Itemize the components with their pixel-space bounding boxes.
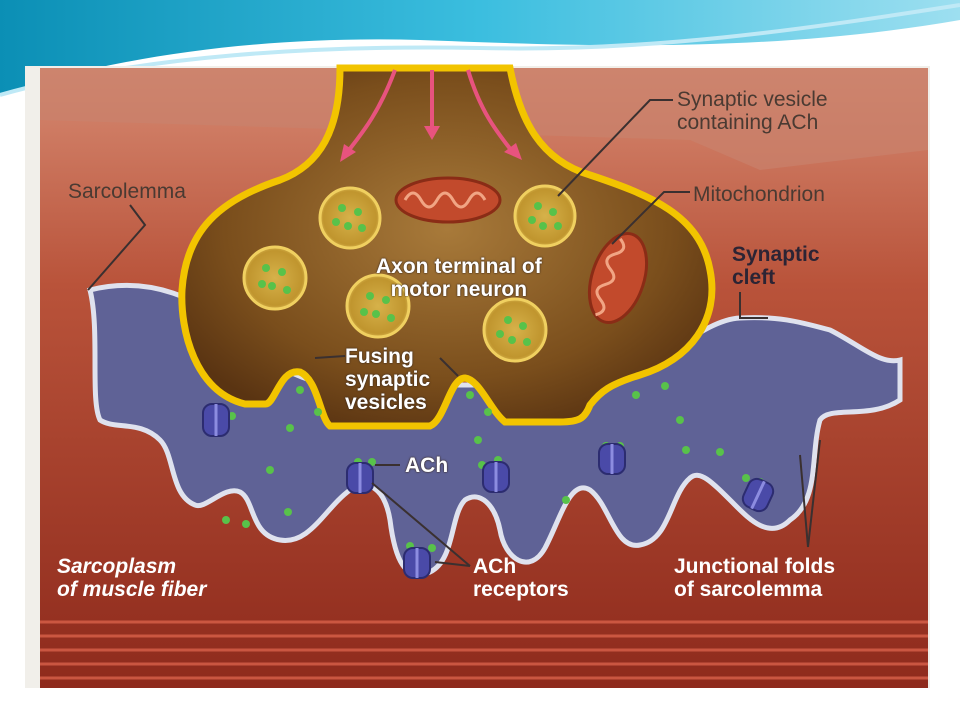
ach-receptors — [202, 403, 775, 579]
slide-banner — [0, 0, 960, 95]
label-synaptic-vesicle: Synaptic vesicle containing ACh — [677, 88, 828, 134]
label-synaptic-cleft: Synaptic cleft — [732, 243, 820, 289]
mitochondrion — [587, 232, 649, 324]
label-mitochondrion: Mitochondrion — [693, 183, 825, 206]
impulse-arrows — [343, 69, 517, 157]
label-sarcolemma: Sarcolemma — [68, 180, 186, 203]
leader-lines — [87, 99, 821, 567]
mitochondrion — [394, 176, 502, 224]
label-ach-receptors: ACh receptors — [473, 555, 569, 601]
slide-banner-swoosh — [0, 3, 960, 97]
ach-molecules — [222, 202, 764, 552]
synaptic-vesicles — [242, 184, 577, 363]
label-axon-terminal: Axon terminal of motor neuron — [376, 255, 542, 301]
label-junctional-folds: Junctional folds of sarcolemma — [674, 555, 836, 601]
label-sarcoplasm: Sarcoplasm of muscle fiber — [57, 555, 207, 601]
label-ach: ACh — [405, 454, 449, 477]
axon-terminal — [178, 64, 716, 430]
label-fusing-vesicles: Fusing synaptic vesicles — [345, 345, 431, 414]
muscle-striations — [40, 620, 928, 680]
